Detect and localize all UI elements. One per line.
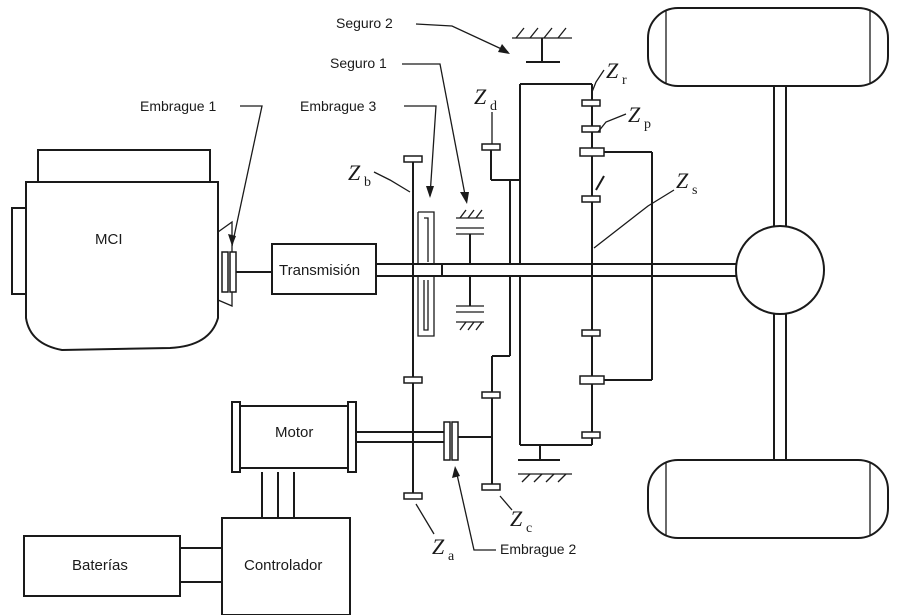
clutch2 xyxy=(443,421,492,461)
gear-zd xyxy=(481,84,521,264)
motor-label: Motor xyxy=(275,424,313,441)
controller-label: Controlador xyxy=(244,557,322,574)
svg-text:c: c xyxy=(526,521,532,536)
label-za: Z a xyxy=(415,503,455,564)
planetary-set xyxy=(579,84,653,445)
svg-text:Z: Z xyxy=(432,534,445,559)
label-zp: Z p xyxy=(597,102,651,133)
label-zd: Z d xyxy=(474,84,497,144)
lock2 xyxy=(512,27,592,85)
label-zc: Z c xyxy=(499,495,532,536)
svg-text:Z: Z xyxy=(628,102,641,127)
differential xyxy=(735,225,825,315)
batteries: Baterías xyxy=(23,535,222,597)
clutch1 xyxy=(221,251,272,293)
gear-zb xyxy=(403,155,423,500)
axle-assembly xyxy=(592,7,889,539)
svg-text:a: a xyxy=(448,549,455,564)
transmission-label: Transmisión xyxy=(279,262,360,279)
controller: Controlador xyxy=(221,472,351,615)
svg-text:s: s xyxy=(692,183,697,198)
svg-text:p: p xyxy=(644,117,651,132)
gear-zc xyxy=(481,276,592,491)
svg-text:Z: Z xyxy=(510,506,523,531)
clutch3 xyxy=(417,211,443,337)
electric-motor: Motor xyxy=(231,401,444,473)
lock1 xyxy=(456,209,484,331)
lock2-label: Seguro 2 xyxy=(336,15,393,31)
batteries-label: Baterías xyxy=(72,557,128,574)
svg-text:Z: Z xyxy=(348,160,361,185)
label-zb: Z b xyxy=(348,160,411,193)
front-wheel xyxy=(647,7,889,87)
svg-text:Z: Z xyxy=(474,84,487,109)
clutch3-label: Embrague 3 xyxy=(300,98,376,114)
label-zs: Z s xyxy=(593,168,697,249)
svg-text:r: r xyxy=(622,73,627,88)
svg-text:d: d xyxy=(490,99,497,114)
svg-text:Z: Z xyxy=(676,168,689,193)
svg-text:Z: Z xyxy=(606,58,619,83)
rear-wheel xyxy=(647,459,889,539)
clutch1-label: Embrague 1 xyxy=(140,98,216,114)
svg-text:b: b xyxy=(364,175,371,190)
label-zr: Z r xyxy=(591,58,627,93)
mci-label: MCI xyxy=(95,231,123,248)
lock1-label: Seguro 1 xyxy=(330,55,387,71)
clutch2-label: Embrague 2 xyxy=(500,541,576,557)
mci-engine: MCI xyxy=(11,149,233,352)
transmission: Transmisión xyxy=(271,243,377,295)
